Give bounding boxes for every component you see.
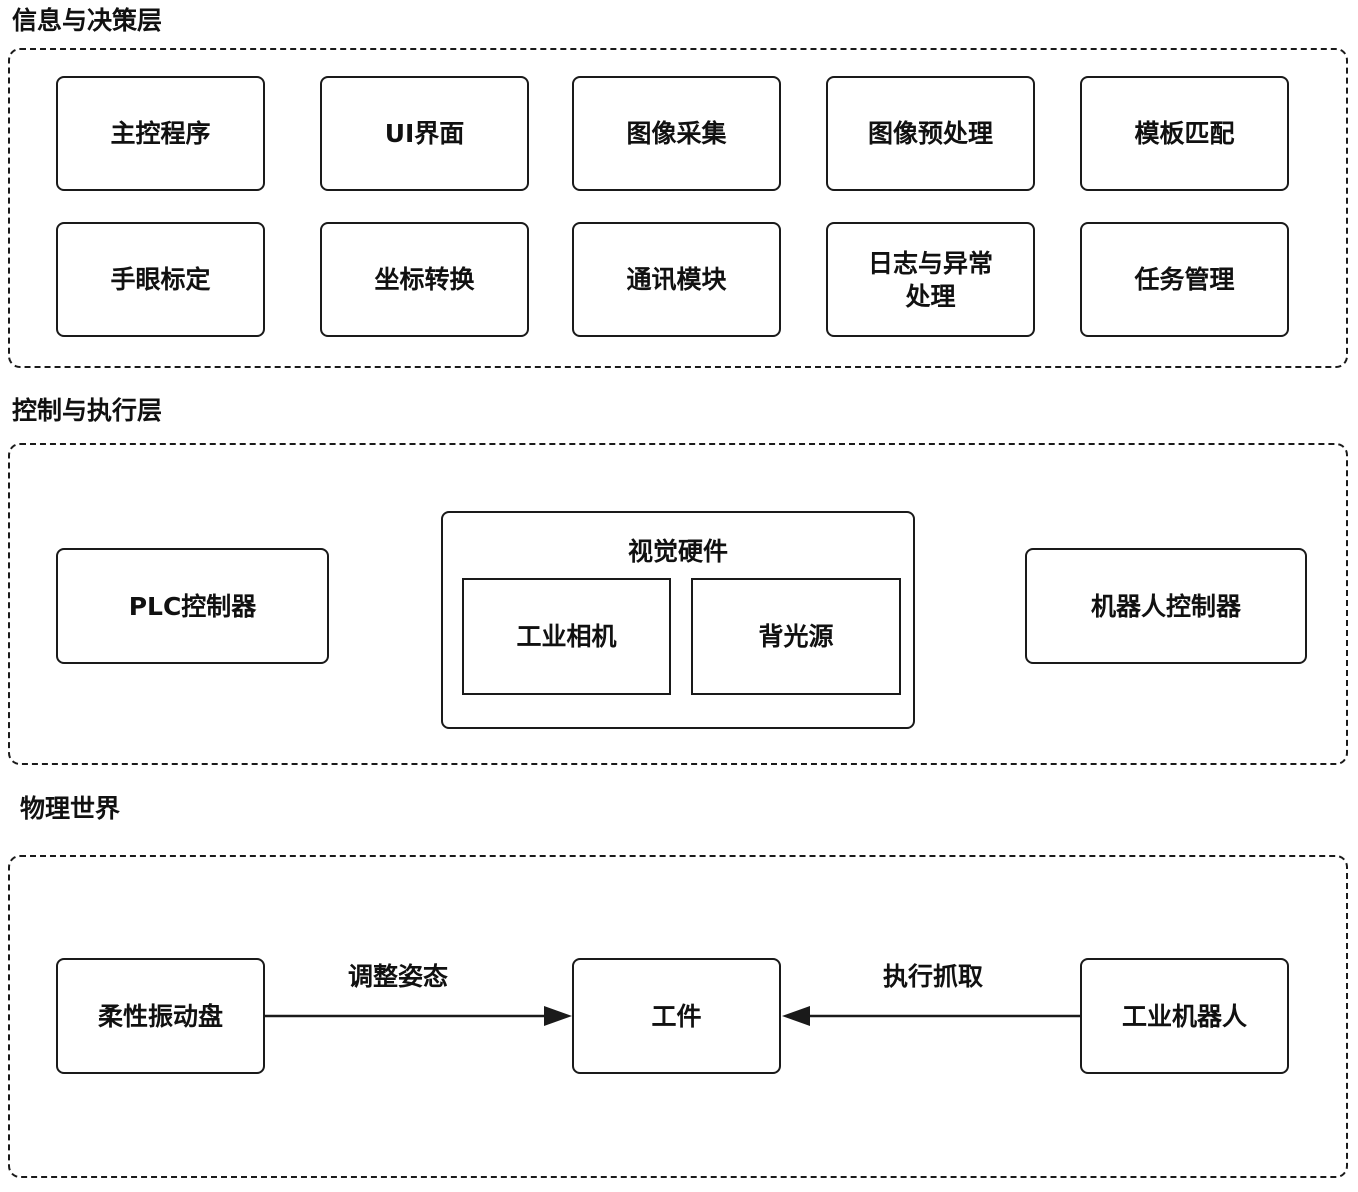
- edge-label-execute-grasp: 执行抓取: [882, 962, 983, 991]
- module-image-acquisition: 图像采集: [572, 76, 781, 191]
- robot-controller-node: 机器人控制器: [1025, 548, 1307, 664]
- module-hand-eye-calibration: 手眼标定: [56, 222, 265, 337]
- control-layer-frame: [8, 443, 1348, 765]
- control-layer-title: 控制与执行层: [12, 396, 163, 425]
- decision-layer-title: 信息与决策层: [12, 6, 163, 35]
- module-task-management: 任务管理: [1080, 222, 1289, 337]
- physical-layer-title: 物理世界: [20, 794, 121, 823]
- decision-layer-frame: [8, 48, 1348, 368]
- edge-label-adjust-posture: 调整姿态: [347, 962, 448, 991]
- workpiece-node: 工件: [572, 958, 781, 1074]
- module-template-matching: 模板匹配: [1080, 76, 1289, 191]
- industrial-camera-node: 工业相机: [462, 578, 671, 695]
- vision-hardware-title: 视觉硬件: [627, 537, 728, 566]
- module-ui: UI界面: [320, 76, 529, 191]
- module-main-program: 主控程序: [56, 76, 265, 191]
- plc-controller-node: PLC控制器: [56, 548, 329, 664]
- module-communication: 通讯模块: [572, 222, 781, 337]
- flexible-feeder-node: 柔性振动盘: [56, 958, 265, 1074]
- module-coordinate-transform: 坐标转换: [320, 222, 529, 337]
- backlight-node: 背光源: [691, 578, 901, 695]
- module-logging-exception: 日志与异常处理: [826, 222, 1035, 337]
- physical-layer-frame: [8, 855, 1348, 1178]
- industrial-robot-node: 工业机器人: [1080, 958, 1289, 1074]
- module-image-preprocessing: 图像预处理: [826, 76, 1035, 191]
